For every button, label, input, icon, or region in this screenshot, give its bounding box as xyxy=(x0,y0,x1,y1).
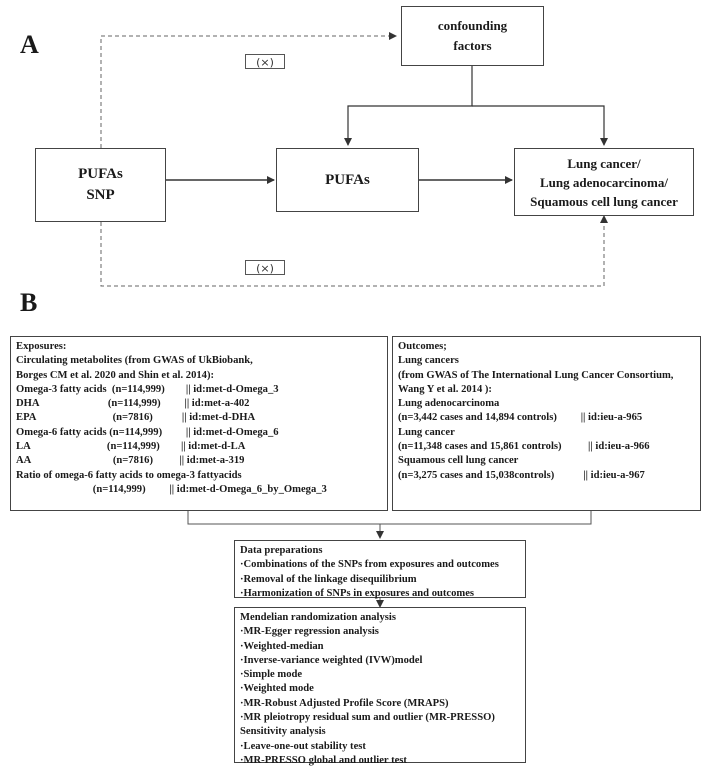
outcomes-box: Outcomes; Lung cancers (from GWAS of The I… xyxy=(392,336,701,511)
pufas-box: PUFAs xyxy=(276,148,419,212)
mr-analysis-line: Mendelian randomization analysis xyxy=(240,612,396,623)
pufas-snp-box: PUFAs SNP xyxy=(35,148,166,222)
mr-analysis-line: ·Simple mode xyxy=(240,669,303,681)
confounding-to-outcome-line xyxy=(472,105,608,146)
exposures-line: AA (n=7816) || id:met-a-319 xyxy=(16,455,245,467)
outcomes-line: (n=3,275 cases and 15,038controls) || id… xyxy=(398,469,645,481)
mr-analysis-line: ·MR-Egger regression analysis xyxy=(240,626,379,638)
data-prep-line: ·Harmonization of SNPs in exposures and … xyxy=(240,587,475,599)
mr-analysis-line: ·Inverse-variance weighted (IVW)model xyxy=(240,654,423,666)
panel-a-label: A xyxy=(20,30,39,59)
pufas-label: PUFAs xyxy=(325,171,370,188)
mr-analysis-line: ·MR pleiotropy residual sum and outlier … xyxy=(240,712,495,724)
exposures-line: Omega-6 fatty acids (n=114,999) || id:me… xyxy=(16,426,279,438)
dashed-connector-bottom xyxy=(100,215,608,287)
mr-analysis-line: ·MR-Robust Adjusted Profile Score (MRAPS… xyxy=(240,697,449,709)
dashed-connector-top xyxy=(100,32,397,148)
outcomes-line: (from GWAS of The International Lung Can… xyxy=(398,369,674,381)
outcome-line-3: Squamous cell lung cancer xyxy=(530,193,678,209)
data-preparations-box: Data preparations ·Combinations of the SN… xyxy=(234,540,526,599)
confounding-line-1: confounding xyxy=(437,18,508,33)
outcomes-line: Outcomes; xyxy=(398,341,447,352)
data-prep-line: ·Removal of the linkage disequilibrium xyxy=(240,573,417,585)
outcomes-line: Lung adenocarcinoma xyxy=(398,398,500,410)
data-prep-line: ·Combinations of the SNPs from exposures… xyxy=(240,559,499,571)
exposures-line: Ratio of omega-6 fatty acids to omega-3 … xyxy=(16,469,242,481)
outcomes-line: Lung cancers xyxy=(398,355,459,367)
panel-b-label: B xyxy=(20,288,38,317)
mendelian-randomization-box: Mendelian randomization analysis ·MR-Egge… xyxy=(234,607,526,766)
pufas-snp-line-1: PUFAs xyxy=(78,166,123,182)
outcomes-line: Squamous cell lung cancer xyxy=(398,455,519,467)
mr-analysis-line: ·Weighted-median xyxy=(240,640,324,652)
lung-cancer-outcome-box: Lung cancer/ Lung adenocarcinoma/ Squamo… xyxy=(514,148,694,216)
pufas-snp-line-2: SNP xyxy=(86,187,115,203)
exposures-line: Omega-3 fatty acids (n=114,999) || id:me… xyxy=(16,383,279,395)
exposures-line: DHA (n=114,999) || id:met-a-402 xyxy=(16,398,250,410)
outcomes-line: Lung cancer xyxy=(398,426,455,438)
outcome-line-2: Lung adenocarcinoma/ xyxy=(540,174,668,190)
no-association-marker-top: (×) xyxy=(245,54,285,69)
no-association-marker-bottom: (×) xyxy=(245,260,285,275)
confounding-split-line xyxy=(344,66,473,146)
exposures-line: (n=114,999) || id:met-d-Omega_6_by_Omega… xyxy=(16,483,327,495)
exposures-line: Borges CM et al. 2020 and Shin et al. 20… xyxy=(16,369,215,381)
data-prep-line: Data preparations xyxy=(240,545,323,556)
exposures-line: EPA (n=7816) || id:met-d-DHA xyxy=(16,412,256,424)
confounding-factors-box: confounding factors xyxy=(401,6,544,66)
outcomes-line: (n=3,442 cases and 14,894 controls) || i… xyxy=(398,412,643,424)
confounding-line-2: factors xyxy=(453,38,492,53)
mr-analysis-line: Sensitivity analysis xyxy=(240,726,326,738)
exposures-line: Exposures: xyxy=(16,341,67,352)
exposures-line: LA (n=114,999) || id:met-d-LA xyxy=(16,441,246,453)
outcomes-line: (n=11,348 cases and 15,861 controls) || … xyxy=(398,441,650,453)
mr-analysis-line: ·MR-PRESSO global and outlier test xyxy=(240,754,407,766)
exposures-merge-line xyxy=(187,511,592,525)
outcome-line-1: Lung cancer/ xyxy=(567,155,641,171)
mr-analysis-line: ·Weighted mode xyxy=(240,683,314,695)
exposures-box: Exposures: Circulating metabolites (from … xyxy=(10,336,388,511)
exposures-line: Circulating metabolites (from GWAS of Uk… xyxy=(16,355,253,367)
mr-analysis-line: ·Leave-one-out stability test xyxy=(240,740,366,752)
outcomes-line: Wang Y et al. 2014 ): xyxy=(398,383,492,395)
